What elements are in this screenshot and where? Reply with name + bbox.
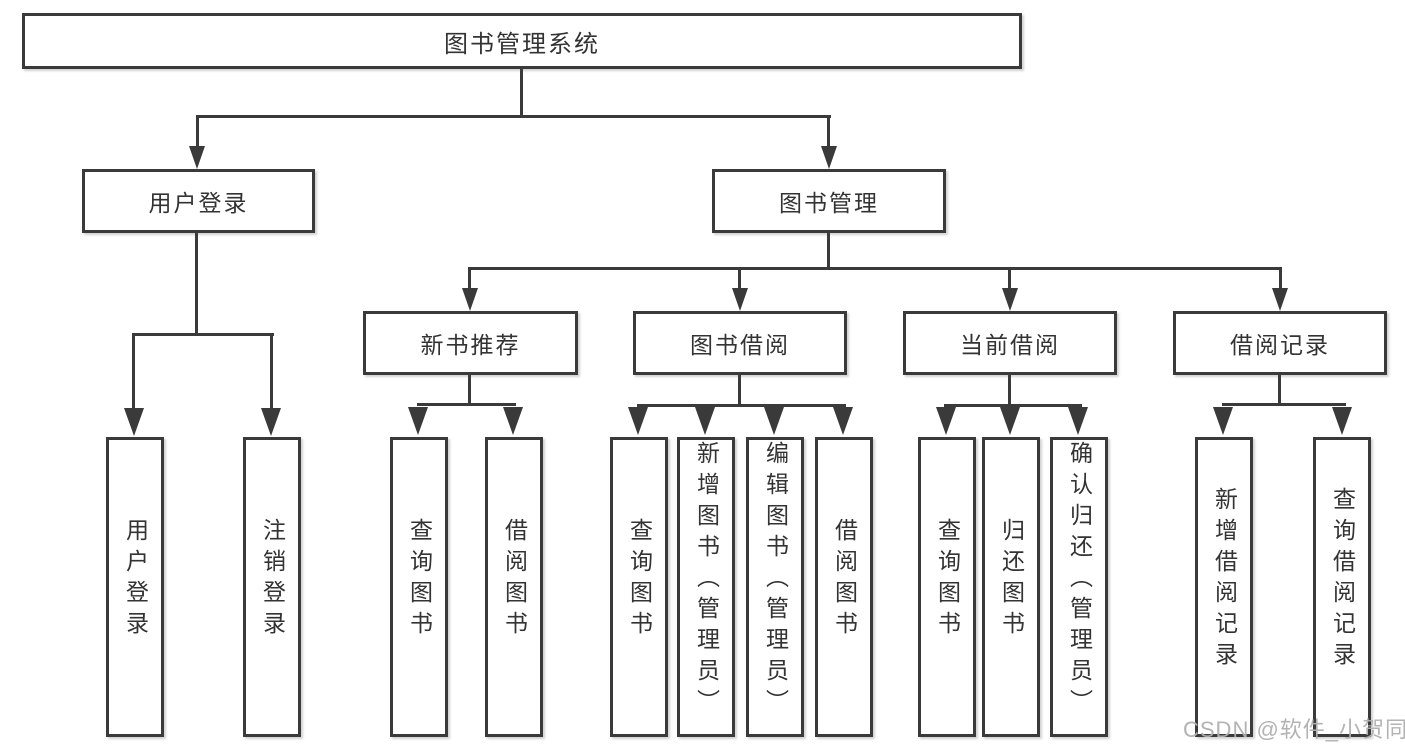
node-box-user-login: 用户登录 [82, 169, 315, 233]
node-label-book-management: 图书管理 [779, 190, 879, 216]
leaf-query-books-current: 查询图书 [918, 437, 976, 737]
leaf-query-borrow-record: 查询借阅记录 [1313, 437, 1371, 737]
arrow-down-icon [628, 407, 648, 435]
arrow-down-icon [1213, 407, 1233, 435]
arrow-down-icon [821, 146, 837, 169]
node-label-book-borrow: 图书借阅 [690, 332, 790, 358]
connector-login-drop-1 [132, 333, 135, 411]
connector-mgmt-drop-1 [468, 267, 471, 291]
leaf-user-login: 用户登录 [106, 437, 164, 737]
leaf-label-return-books: 归还图书 [998, 518, 1025, 642]
leaf-label-user-login: 用户登录 [122, 518, 149, 642]
connector-records-stem [1278, 375, 1281, 406]
leaf-query-books-recommend: 查询图书 [390, 437, 448, 737]
connector-root-drop-left [196, 115, 199, 147]
node-label-root: 图书管理系统 [444, 30, 600, 58]
arrow-down-icon [764, 407, 784, 435]
connector-current-bar [944, 404, 1082, 407]
connector-mgmt-stem [827, 233, 830, 270]
leaf-add-books-admin: 新增图书（管理员） [677, 437, 735, 737]
connector-root-stem [520, 66, 523, 118]
connector-login-stem [195, 233, 198, 336]
leaf-label-query-borrow-record: 查询借阅记录 [1329, 487, 1356, 673]
connector-recommend-bar [417, 403, 516, 406]
connector-root-bar [196, 115, 831, 118]
node-label-current-borrow: 当前借阅 [960, 332, 1060, 358]
arrow-down-icon [503, 407, 523, 435]
arrow-down-icon [189, 146, 205, 169]
leaf-borrow-books: 借阅图书 [815, 437, 873, 737]
connector-login-bar [132, 333, 274, 336]
node-box-book-borrow: 图书借阅 [633, 311, 847, 375]
arrow-down-icon [1272, 288, 1288, 311]
node-box-borrow-records: 借阅记录 [1173, 311, 1387, 375]
arrow-down-icon [1068, 407, 1088, 435]
connector-records-bar [1222, 403, 1346, 406]
arrow-down-icon [1002, 288, 1018, 311]
connector-recommend-stem [468, 375, 471, 406]
arrow-down-icon [695, 407, 715, 435]
arrow-down-icon [124, 408, 144, 436]
leaf-label-query-books-current: 查询图书 [934, 518, 961, 642]
node-label-borrow-records: 借阅记录 [1230, 332, 1330, 358]
connector-current-stem [1008, 375, 1011, 407]
arrow-down-icon [261, 408, 281, 436]
leaf-label-query-books-recommend: 查询图书 [406, 518, 433, 642]
node-label-new-book-recommend: 新书推荐 [420, 332, 521, 358]
leaf-label-confirm-return-admin: 确认归还（管理员） [1066, 440, 1093, 720]
leaf-add-borrow-record: 新增借阅记录 [1195, 437, 1253, 737]
node-box-root: 图书管理系统 [22, 13, 1022, 69]
arrow-down-icon [732, 288, 748, 311]
connector-borrow-bar [637, 404, 846, 407]
leaf-query-books-borrow: 查询图书 [610, 437, 668, 737]
connector-login-drop-2 [270, 333, 273, 411]
leaf-label-borrow-books-recommend: 借阅图书 [501, 518, 528, 642]
leaf-label-edit-books-admin: 编辑图书（管理员） [762, 440, 789, 720]
csdn-watermark: CSDN @软件_小贺同学 [1183, 717, 1405, 742]
leaf-logout: 注销登录 [243, 437, 301, 737]
connector-mgmt-drop-2 [738, 267, 741, 291]
arrow-down-icon [1000, 407, 1020, 435]
connector-borrow-stem [738, 375, 741, 407]
leaf-borrow-books-recommend: 借阅图书 [485, 437, 543, 737]
leaf-edit-books-admin: 编辑图书（管理员） [746, 437, 804, 737]
arrow-down-icon [1332, 407, 1352, 435]
node-box-new-book-recommend: 新书推荐 [363, 311, 578, 375]
leaf-return-books: 归还图书 [982, 437, 1040, 737]
arrow-down-icon [462, 288, 478, 311]
leaf-label-logout: 注销登录 [259, 518, 286, 642]
arrow-down-icon [408, 407, 428, 435]
connector-mgmt-drop-3 [1008, 267, 1011, 291]
arrow-down-icon [833, 407, 853, 435]
connector-mgmt-drop-4 [1279, 267, 1282, 291]
leaf-label-borrow-books: 借阅图书 [831, 518, 858, 642]
leaf-label-add-borrow-record: 新增借阅记录 [1211, 487, 1238, 673]
connector-root-drop-right [827, 115, 830, 147]
leaf-label-query-books-borrow: 查询图书 [626, 518, 653, 642]
leaf-label-add-books-admin: 新增图书（管理员） [693, 440, 720, 720]
leaf-confirm-return-admin: 确认归还（管理员） [1050, 437, 1108, 737]
node-box-book-management: 图书管理 [712, 169, 946, 233]
node-box-current-borrow: 当前借阅 [903, 311, 1117, 375]
connector-mgmt-bar [468, 267, 1282, 270]
node-label-user-login: 用户登录 [148, 190, 249, 216]
arrow-down-icon [936, 407, 956, 435]
